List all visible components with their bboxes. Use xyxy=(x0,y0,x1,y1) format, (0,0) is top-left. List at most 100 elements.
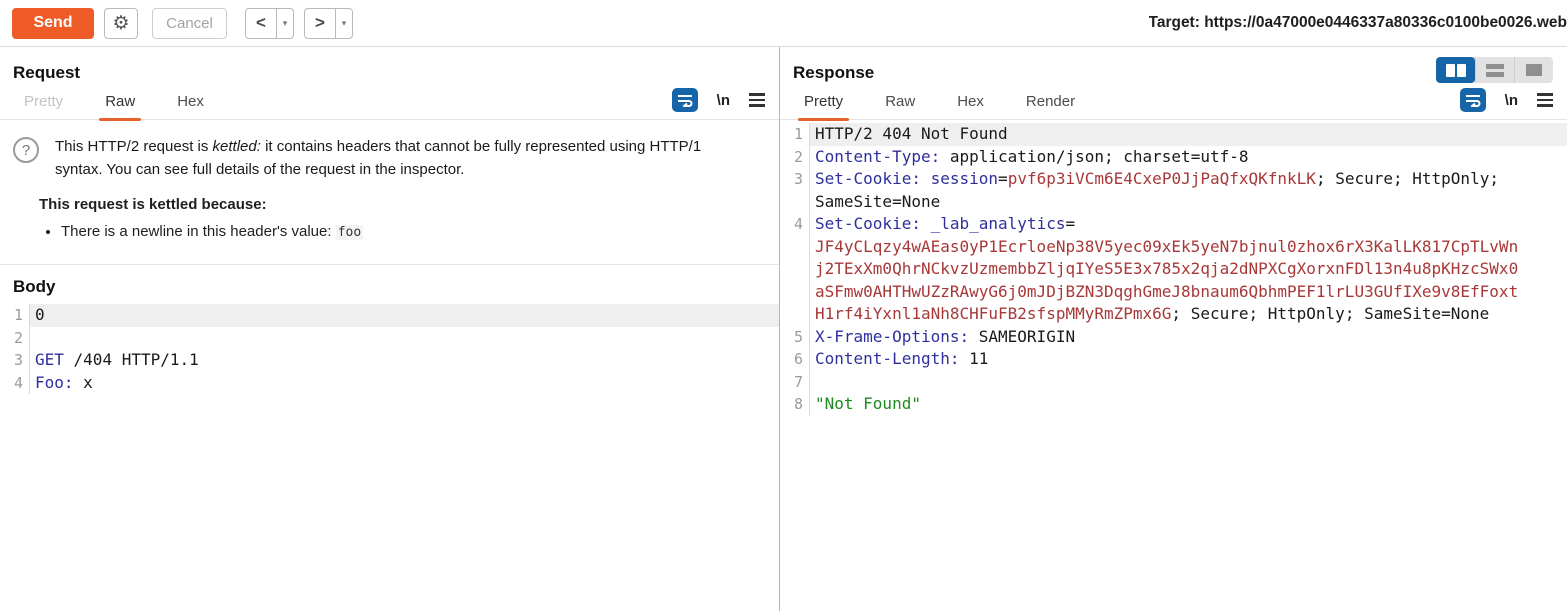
body-separator xyxy=(0,264,779,265)
single-layout-icon xyxy=(1526,64,1542,76)
response-tab-hex[interactable]: Hex xyxy=(957,93,984,110)
body-title: Body xyxy=(13,277,56,296)
back-button[interactable]: < xyxy=(256,13,266,32)
line-number: 5 xyxy=(780,325,810,348)
line-content[interactable]: Content-Type: application/json; charset=… xyxy=(815,146,1249,166)
line-content[interactable]: HTTP/2 404 Not Found xyxy=(810,123,1567,146)
line-content[interactable] xyxy=(810,371,1567,394)
kettled-notice: ? This HTTP/2 request is kettled: it con… xyxy=(0,120,779,254)
line-content[interactable]: Set-Cookie: _lab_analytics= xyxy=(815,214,1076,233)
history-forward-group: > ▾ xyxy=(304,7,353,39)
line-number: 4 xyxy=(0,371,30,394)
response-title: Response xyxy=(793,63,875,82)
line-content[interactable]: JF4yCLqzy4wAEas0yP1EcrloeNp38V5yec09xEk5… xyxy=(815,236,1519,256)
editor-line[interactable]: SameSite=None xyxy=(780,190,1567,213)
response-panel: Response Pretty Raw Hex Render \n xyxy=(780,47,1567,611)
line-number xyxy=(780,235,810,258)
line-number: 3 xyxy=(0,349,30,372)
line-number: 6 xyxy=(780,348,810,371)
editor-line[interactable]: 4 Set-Cookie: _lab_analytics= xyxy=(780,213,1567,236)
editor-line[interactable]: 2 xyxy=(0,326,779,350)
line-content[interactable]: 0 xyxy=(30,304,779,327)
help-icon: ? xyxy=(13,137,39,163)
main-split: Request Pretty Raw Hex \n xyxy=(0,47,1567,611)
editor-line[interactable]: 3 GET /404 HTTP/1.1 xyxy=(0,349,779,372)
forward-button[interactable]: > xyxy=(315,13,325,32)
line-content[interactable]: Set-Cookie: session=pvf6p3iVCm6E4CxeP0Jj… xyxy=(815,169,1499,188)
request-menu-icon[interactable] xyxy=(749,93,765,107)
request-tabbar: Pretty Raw Hex \n xyxy=(0,83,779,121)
panel-divider[interactable] xyxy=(779,47,780,611)
line-content[interactable] xyxy=(30,327,779,350)
kettled-reason-heading: This request is kettled because: xyxy=(39,196,267,213)
line-number xyxy=(780,303,810,326)
editor-line[interactable]: JF4yCLqzy4wAEas0yP1EcrloeNp38V5yec09xEk5… xyxy=(780,235,1567,258)
layout-columns-button[interactable] xyxy=(1436,57,1475,83)
response-tab-raw[interactable]: Raw xyxy=(885,93,916,110)
rows-layout-icon xyxy=(1486,63,1504,77)
word-wrap-icon[interactable] xyxy=(1459,88,1486,112)
send-button[interactable]: Send xyxy=(12,7,94,39)
back-dropdown-icon[interactable]: ▾ xyxy=(276,8,293,38)
line-number: 2 xyxy=(780,145,810,168)
line-number: 1 xyxy=(0,304,30,327)
columns-layout-icon xyxy=(1445,63,1466,77)
editor-line[interactable]: H1rf4iYxnl1aNh8CHFuFB2sfspMMyRmZPmx6G; S… xyxy=(780,303,1567,326)
line-content[interactable]: Content-Length: 11 xyxy=(815,349,989,368)
line-content[interactable]: "Not Found" xyxy=(815,394,921,413)
word-wrap-glyph xyxy=(677,95,693,107)
history-back-group: < ▾ xyxy=(245,7,294,39)
line-number xyxy=(780,258,810,281)
response-menu-icon[interactable] xyxy=(1537,93,1553,107)
line-number: 1 xyxy=(780,123,810,146)
response-tab-render[interactable]: Render xyxy=(1025,93,1076,110)
editor-line[interactable]: 8 "Not Found" xyxy=(780,393,1567,416)
response-tab-pretty[interactable]: Pretty xyxy=(797,93,850,121)
editor-line[interactable]: 6 Content-Length: 11 xyxy=(780,348,1567,371)
line-content[interactable]: Foo: x xyxy=(35,372,93,392)
line-content[interactable]: j2TExXm0QhrNCkvzUzmembbZljqIYeS5E3x785x2… xyxy=(815,259,1519,278)
toolbar: Send ⚙ Cancel < ▾ > ▾ Target: https://0a… xyxy=(0,0,1567,47)
forward-dropdown-icon[interactable]: ▾ xyxy=(335,8,352,38)
kettled-description: This HTTP/2 request is kettled: it conta… xyxy=(55,138,702,178)
line-content[interactable]: SameSite=None xyxy=(815,191,941,211)
kettled-reason-item: There is a newline in this header's valu… xyxy=(61,221,715,244)
line-content[interactable]: GET /404 HTTP/1.1 xyxy=(35,350,199,369)
line-content[interactable]: X-Frame-Options: SAMEORIGIN xyxy=(815,326,1076,346)
request-tab-pretty[interactable]: Pretty xyxy=(24,93,64,110)
request-tab-hex[interactable]: Hex xyxy=(177,93,204,110)
request-panel: Request Pretty Raw Hex \n xyxy=(0,47,779,611)
layout-rows-button[interactable] xyxy=(1475,57,1514,83)
layout-switcher xyxy=(1436,57,1553,83)
cancel-button[interactable]: Cancel xyxy=(152,7,227,39)
editor-line[interactable]: 7 xyxy=(780,370,1567,394)
gear-icon[interactable]: ⚙ xyxy=(104,7,138,39)
line-number: 8 xyxy=(780,393,810,416)
line-number: 4 xyxy=(780,213,810,236)
word-wrap-icon[interactable] xyxy=(671,88,698,112)
line-content[interactable]: H1rf4iYxnl1aNh8CHFuFB2sfspMMyRmZPmx6G; S… xyxy=(815,304,1490,323)
show-newlines-icon[interactable]: \n xyxy=(1504,91,1518,109)
line-number xyxy=(780,190,810,213)
line-number xyxy=(780,280,810,303)
line-number: 7 xyxy=(780,370,810,393)
line-content[interactable]: aSFmw0AHTHwUZzRAwyG6j0mJDjBZN3DqghGmeJ8b… xyxy=(815,281,1519,301)
line-number: 2 xyxy=(0,326,30,349)
request-title: Request xyxy=(13,63,81,82)
editor-line[interactable]: aSFmw0AHTHwUZzRAwyG6j0mJDjBZN3DqghGmeJ8b… xyxy=(780,280,1567,303)
response-tabbar: Pretty Raw Hex Render \n xyxy=(780,83,1567,121)
layout-single-button[interactable] xyxy=(1514,57,1553,83)
request-tab-raw[interactable]: Raw xyxy=(99,93,142,121)
target-url[interactable]: Target: https://0a47000e0446337a80336c01… xyxy=(1148,14,1567,31)
editor-line[interactable]: j2TExXm0QhrNCkvzUzmembbZljqIYeS5E3x785x2… xyxy=(780,258,1567,281)
show-newlines-icon[interactable]: \n xyxy=(716,91,730,109)
